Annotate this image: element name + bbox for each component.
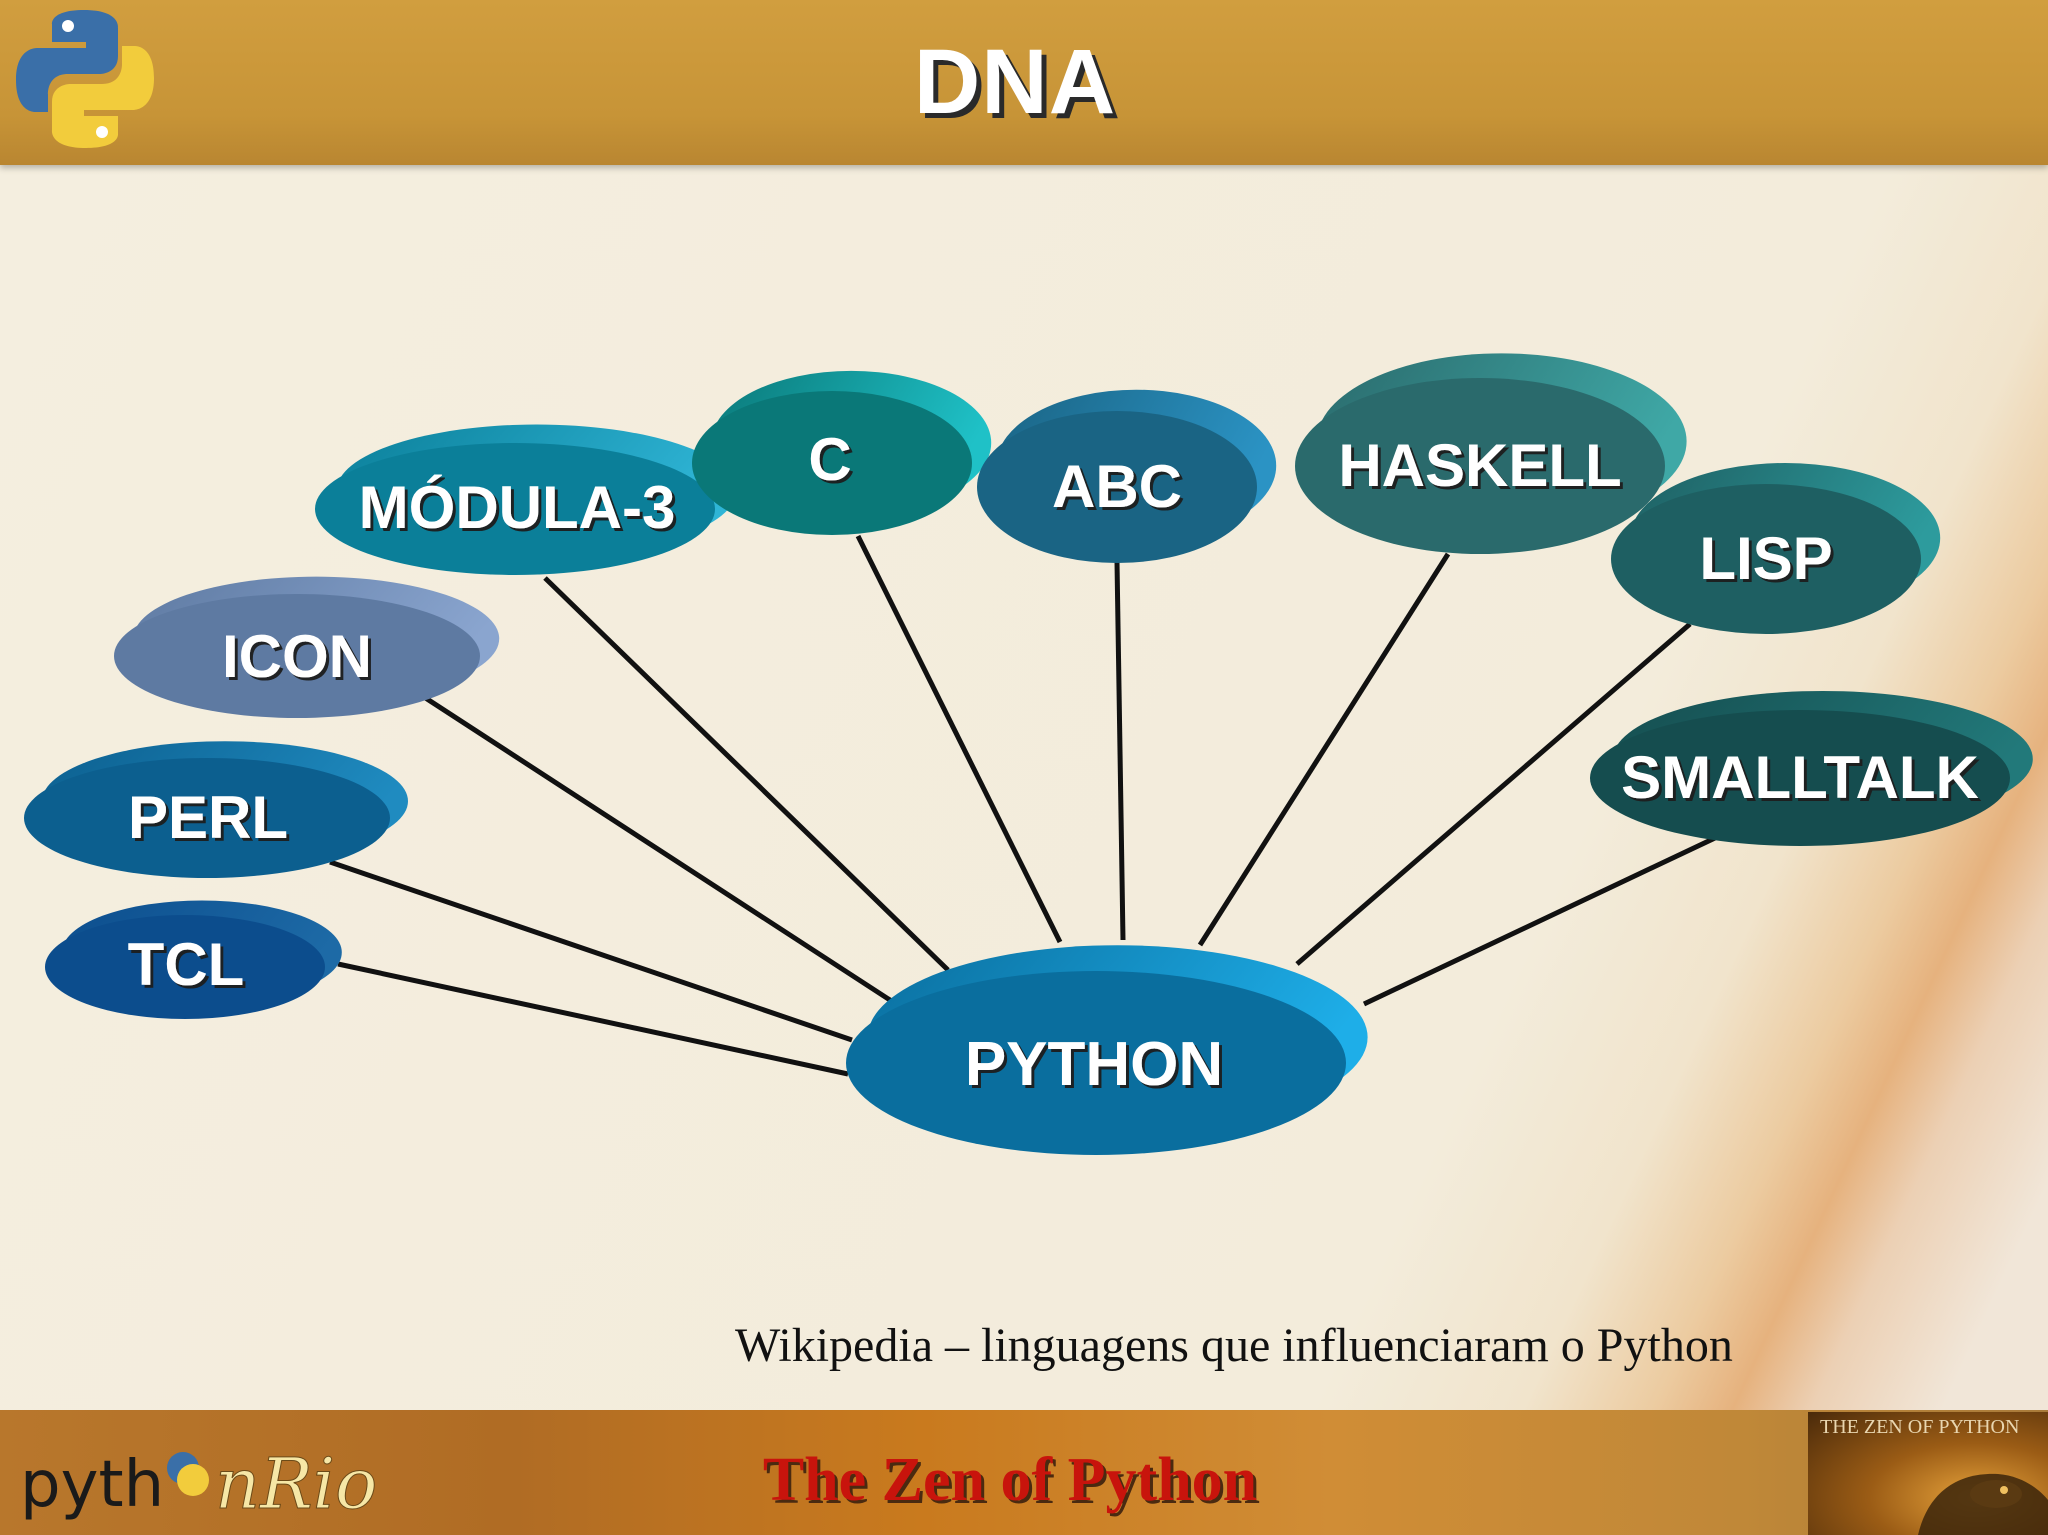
node-tcl: TCL [45, 900, 342, 1019]
python-mini-icon [167, 1452, 209, 1496]
slide-title: DNA [913, 31, 1117, 133]
node-python-face [846, 971, 1346, 1155]
node-perl: PERL [24, 741, 408, 878]
node-smalltalk: SMALLTALK [1590, 690, 2033, 846]
node-m-dula-3: MÓDULA-3 [315, 424, 737, 575]
node-c: C [692, 370, 992, 535]
node-abc-face [977, 411, 1257, 563]
node-lisp-face [1611, 484, 1921, 634]
node-c-face [692, 391, 972, 535]
node-haskell-face [1295, 378, 1665, 554]
node-c-label: C [808, 426, 851, 493]
node-abc: ABC [977, 389, 1277, 563]
snake-illustration-icon [1918, 1473, 2048, 1535]
connector-lines [329, 534, 1717, 1077]
node-perl-label: PERL [128, 784, 288, 851]
node-smalltalk-face [1590, 710, 2010, 846]
language-nodes: TCL PERL ICON MÓDULA-3 C ABC HASKELL LISP SMALLT… [24, 353, 2033, 1155]
connector-smalltalk [1362, 835, 1717, 1007]
connector-abc [1114, 561, 1126, 941]
node-tcl-face [45, 915, 325, 1019]
logo-text-rio: nRio [215, 1443, 377, 1525]
python-logo-icon [16, 10, 154, 148]
connector-c [855, 534, 1063, 944]
node-perl-face [24, 758, 390, 878]
node-icon-label: ICON [222, 623, 372, 690]
node-icon-face [114, 594, 480, 718]
node-icon: ICON [114, 576, 500, 718]
connector-icon [422, 694, 895, 1005]
connector-m-dula-3 [543, 576, 950, 972]
logo-text-python: pyth [20, 1448, 164, 1522]
footer-bar [0, 1410, 2048, 1535]
footer-title: The Zen of Python [762, 1446, 1258, 1514]
node-lisp-label: LISP [1699, 525, 1832, 592]
source-caption: Wikipedia – linguagens que influenciaram… [735, 1319, 1733, 1372]
node-m-dula-3-label: MÓDULA-3 [359, 474, 676, 541]
connector-haskell [1197, 552, 1451, 947]
node-m-dula-3-face [315, 443, 715, 575]
pythonrio-logo: pyth nRio [20, 1443, 378, 1526]
node-tcl-label: TCL [128, 931, 245, 998]
node-lisp: LISP [1611, 463, 1941, 634]
node-python: PYTHON [846, 945, 1368, 1155]
node-abc-label: ABC [1052, 453, 1182, 520]
connector-perl [329, 859, 853, 1043]
zen-of-python-thumbnail: THE ZEN OF PYTHON [1808, 1412, 2048, 1535]
thumbnail-caption: THE ZEN OF PYTHON [1820, 1416, 2020, 1438]
connector-tcl [337, 961, 849, 1077]
header-bar [0, 0, 2048, 165]
node-smalltalk-label: SMALLTALK [1621, 744, 1979, 811]
node-haskell-label: HASKELL [1338, 432, 1621, 499]
connector-lisp [1295, 622, 1692, 966]
language-influence-diagram: TCL PERL ICON MÓDULA-3 C ABC HASKELL LISP SMALLT… [24, 353, 2033, 1155]
node-python-label: PYTHON [965, 1030, 1223, 1099]
node-haskell: HASKELL [1295, 353, 1687, 554]
